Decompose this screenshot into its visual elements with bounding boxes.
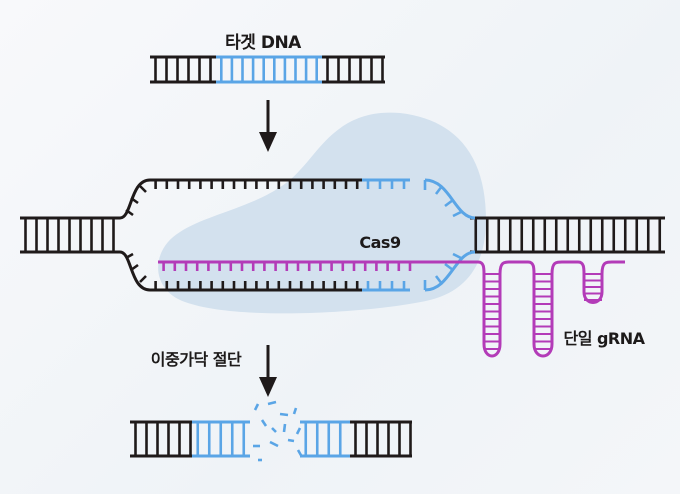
target-base [139,275,147,283]
target-strand-base [452,252,462,260]
target-strand-base [434,275,444,285]
arrow-down-icon [259,100,277,152]
grna-scaffold [470,260,625,358]
non-target-base [125,208,134,217]
non-target-target-base [444,198,454,208]
cas9-label: Cas9 [359,233,401,252]
target-dna-label: 타겟 DNA [225,33,302,53]
non-target-base [130,196,139,205]
target-base [130,263,139,272]
dna-fragment [267,400,277,406]
dna-fragment [295,427,302,435]
dsb-label: 이중가닥 절단 [151,350,242,369]
dna-fragment [296,449,304,458]
non-target-target-base [434,185,444,195]
dna-fragment [279,412,289,417]
sgrna-label: 단일 gRNA [563,329,645,348]
dna-fragment [292,407,298,415]
dna-fragment [271,427,277,433]
non-target-strand [119,178,362,220]
dna-fragment [260,419,268,427]
dna-fragment [282,423,287,433]
target-strand [119,250,362,292]
target-strand-curve [424,250,476,292]
target-strand-base [444,262,454,272]
non-target-base [139,185,147,193]
dna-fragment [253,403,260,411]
arrow-down-icon [259,345,277,397]
non-target-strand-curve [424,178,476,220]
cas9-protein [158,112,486,314]
target-base [125,252,134,260]
dna-fragment [287,438,295,443]
non-target-target-base [452,210,462,218]
dna-fragment [269,440,279,448]
